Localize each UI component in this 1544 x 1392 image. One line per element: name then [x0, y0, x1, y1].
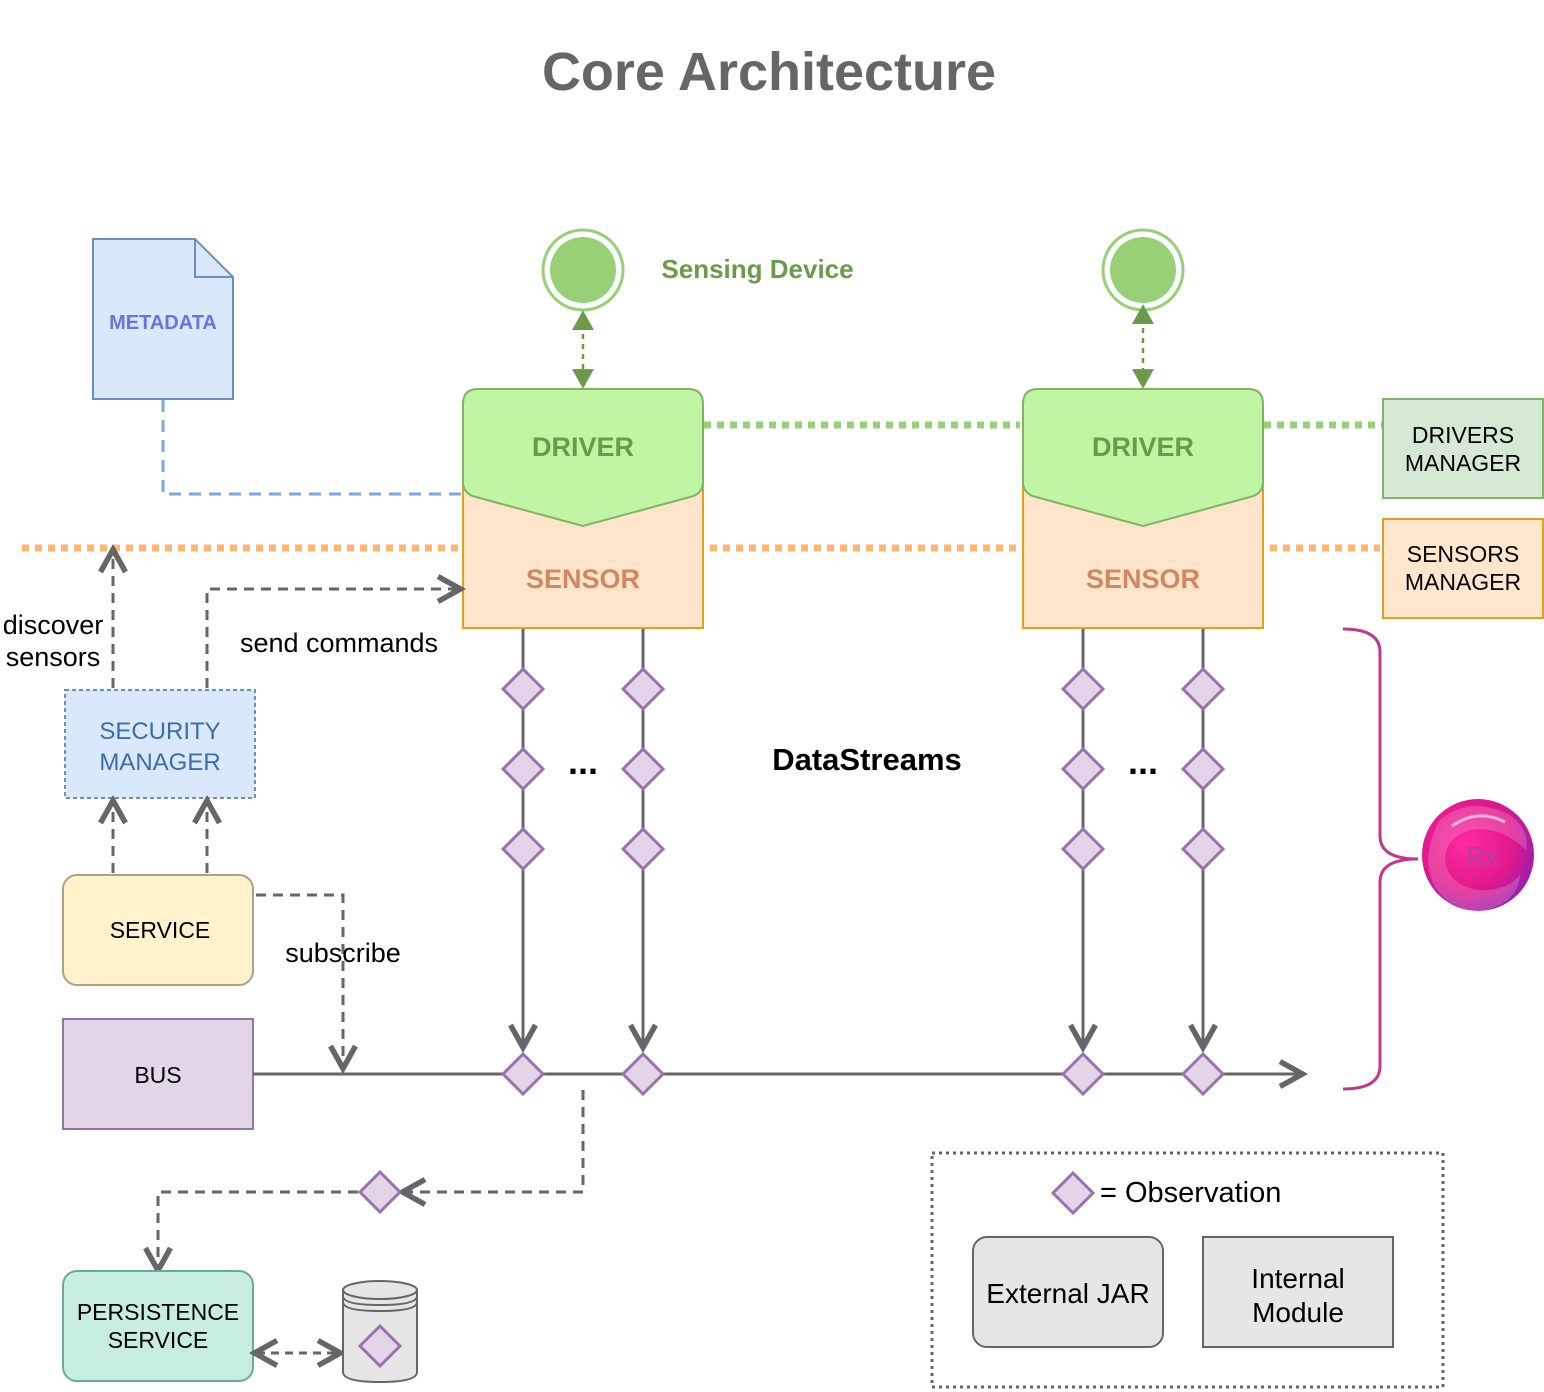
observation-diamond — [1060, 826, 1106, 872]
bus-observations — [500, 1051, 1226, 1097]
datastreams-label: DataStreams — [772, 742, 962, 777]
sensing-device-2[interactable] — [1101, 228, 1185, 312]
drivers-manager-box[interactable] — [1382, 398, 1544, 499]
legend-internal-module-box — [1202, 1236, 1394, 1348]
observation-diamond — [500, 1051, 546, 1097]
observation-diamond — [1180, 666, 1226, 712]
legend-observation-label: = Observation — [1100, 1177, 1282, 1209]
database-icon[interactable] — [342, 1280, 418, 1384]
subscribe-arrow — [256, 893, 343, 1066]
send-commands-label: send commands — [239, 628, 439, 658]
observation-diamond — [500, 666, 546, 712]
legend-external-jar-label: External JAR — [986, 1278, 1150, 1309]
observation-diamond — [1060, 1051, 1106, 1097]
persistence-service-box[interactable] — [62, 1270, 254, 1382]
bus-to-persistence-arrow-a — [405, 1090, 585, 1192]
subscribe-label: subscribe — [285, 938, 401, 968]
observation-diamond — [1180, 826, 1226, 872]
observation-diamond — [500, 826, 546, 872]
discover-sensors-label: discover sensors — [2, 610, 104, 673]
observation-diamond — [1180, 746, 1226, 792]
observation-diamond — [620, 746, 666, 792]
driver-box-1[interactable] — [462, 388, 704, 528]
bus-label: BUS — [134, 1062, 182, 1088]
bus-to-persistence-arrow-b — [158, 1190, 358, 1268]
persistence-observation-diamond — [357, 1169, 403, 1215]
driver-label-2: DRIVER — [1091, 432, 1194, 462]
service-label: SERVICE — [109, 917, 211, 943]
security-manager-label: SECURITY MANAGER — [99, 718, 221, 777]
observation-diamond — [1060, 746, 1106, 792]
legend-external-jar-box — [972, 1236, 1164, 1348]
bus-box[interactable] — [62, 1018, 254, 1130]
driver-label-1: DRIVER — [531, 432, 634, 462]
ellipsis-1: ... — [567, 741, 598, 782]
observation-diamond — [620, 1051, 666, 1097]
service-box[interactable] — [62, 874, 254, 986]
legend-internal-module-label: Internal Module — [1251, 1263, 1345, 1328]
sensor-label-1: SENSOR — [525, 564, 641, 594]
observation-diamond — [1060, 666, 1106, 712]
observation-diamond — [620, 666, 666, 712]
sensors-manager-box[interactable] — [1382, 518, 1544, 619]
ellipsis-2: ... — [1127, 741, 1158, 782]
rx-label: Rx — [1466, 841, 1500, 871]
security-manager-box[interactable] — [64, 689, 256, 799]
reactivex-logo-icon — [1422, 799, 1534, 912]
persistence-service-label: PERSISTENCE SERVICE — [76, 1299, 240, 1353]
legend-box — [930, 1151, 1445, 1389]
metadata-link — [161, 400, 462, 496]
page-title: Core Architecture — [541, 42, 997, 102]
sensing-device-1[interactable] — [541, 228, 625, 312]
rx-bracket — [1342, 627, 1419, 1091]
metadata-label: METADATA — [109, 312, 217, 334]
sensing-device-label: Sensing Device — [661, 254, 854, 284]
sensors-manager-label: SENSORS MANAGER — [1404, 541, 1522, 595]
legend-observation-diamond — [1050, 1170, 1096, 1216]
stream-observations — [500, 666, 1226, 872]
observation-diamond — [620, 826, 666, 872]
driver-box-2[interactable] — [1022, 388, 1264, 528]
sensor-label-2: SENSOR — [1085, 564, 1201, 594]
metadata-document[interactable] — [92, 238, 234, 400]
observation-diamond — [1180, 1051, 1226, 1097]
drivers-manager-label: DRIVERS MANAGER — [1404, 422, 1522, 476]
observation-diamond — [500, 746, 546, 792]
